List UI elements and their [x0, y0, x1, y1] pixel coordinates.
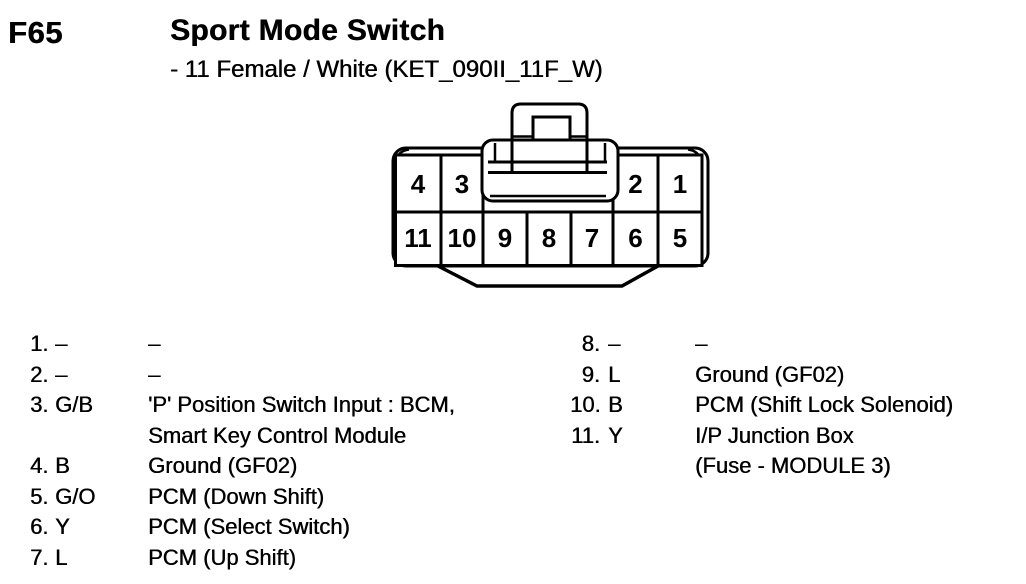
pin-row: 10. B PCM (Shift Lock Solenoid) — [570, 390, 1020, 421]
pin-row: 3.G/B 'P' Position Switch Input : BCM, S… — [30, 390, 530, 451]
pin-list-left: 1.– – 2.– – 3.G/B 'P' Position Switch In… — [30, 329, 530, 573]
pin-number: 1. — [30, 331, 49, 356]
latch-housing — [480, 138, 620, 203]
pin-number: 5. — [30, 483, 49, 509]
pin-number: 4. — [30, 453, 49, 478]
pin-row: 7.L PCM (Up Shift) — [30, 543, 530, 574]
wire-color-code: – — [55, 361, 68, 387]
wire-color-code: – — [608, 331, 621, 356]
pin-number-label: 8 — [541, 223, 557, 253]
wire-color-code: – — [55, 331, 68, 356]
pin-description: – — [695, 331, 708, 356]
pin-description: Ground (GF02) — [695, 361, 845, 387]
pin-number-label: 6 — [628, 223, 643, 253]
wire-color-code: Y — [55, 514, 70, 539]
wire-color-code: Y — [608, 422, 623, 448]
pin-list-right: 8.– – 9.L Ground (GF02) 10.B PCM (Shift … — [570, 329, 1020, 482]
pin-number-label: 11 — [404, 223, 432, 253]
pin-description: Ground (GF02) — [148, 453, 298, 478]
pin-row: 11. Y I/P Junction Box (Fuse - MODULE 3) — [570, 421, 1020, 482]
connector-spec: - 11 Female / White (KET_090II_11F_W) — [170, 56, 603, 83]
pin-description: – — [148, 361, 161, 387]
page-title: Sport Mode Switch — [170, 14, 446, 47]
pin-description: I/P Junction Box — [695, 422, 854, 448]
latch-tab — [510, 102, 589, 173]
pin-description: PCM (Up Shift) — [148, 544, 296, 570]
pin-row: 1.– – — [30, 329, 530, 360]
wire-color-code: G/B — [55, 392, 93, 417]
pin-row: 2.– – — [30, 360, 530, 391]
pin-number: 3. — [30, 392, 49, 417]
wire-color-code: L — [55, 544, 68, 570]
wire-color-code: L — [608, 361, 621, 387]
pin-description: PCM (Down Shift) — [148, 483, 325, 509]
pin-number: 10. — [570, 392, 601, 417]
pin-number-label: 5 — [672, 223, 688, 253]
connector-keying-rib — [437, 264, 659, 288]
pin-row: 9. L Ground (GF02) — [570, 360, 1020, 391]
wire-color-code: G/O — [55, 483, 96, 509]
pin-description: Smart Key Control Module — [148, 422, 406, 448]
pin-row: 4.B Ground (GF02) — [30, 451, 530, 482]
wire-color-code: B — [608, 392, 623, 417]
pin-description: (Fuse - MODULE 3) — [695, 453, 891, 478]
pin-description: PCM (Shift Lock Solenoid) — [695, 392, 953, 417]
pin-number-label: 2 — [628, 169, 643, 199]
pin-row: 5.G/O PCM (Down Shift) — [30, 482, 530, 513]
pin-description: 'P' Position Switch Input : BCM, — [148, 392, 455, 417]
pin-number-label: 3 — [454, 169, 470, 199]
pin-number-label: 10 — [447, 223, 477, 253]
connector-diagram: 4 3 2 1 11 10 9 8 7 6 5 — [385, 95, 715, 295]
pin-description: PCM (Select Switch) — [148, 514, 350, 539]
pin-number-label: 1 — [672, 169, 688, 199]
pin-row: 6.Y PCM (Select Switch) — [30, 512, 530, 543]
pin-number: 7. — [30, 544, 49, 570]
pin-number: 9. — [581, 361, 600, 387]
pin-number: 2. — [30, 361, 49, 387]
latch-button — [531, 115, 572, 142]
wire-color-code: B — [55, 453, 70, 478]
pin-number-label: 9 — [497, 223, 513, 253]
pin-number-label: 7 — [584, 223, 600, 253]
connector-drawing-icon — [391, 102, 710, 288]
pin-row: 8.– – — [570, 329, 1020, 360]
pin-number-label: 4 — [410, 169, 426, 199]
pin-description: – — [148, 331, 161, 356]
pin-number: 11. — [571, 422, 600, 448]
pin-number: 8. — [581, 331, 600, 356]
pin-number: 6. — [30, 514, 49, 539]
connector-id: F65 — [8, 15, 63, 50]
